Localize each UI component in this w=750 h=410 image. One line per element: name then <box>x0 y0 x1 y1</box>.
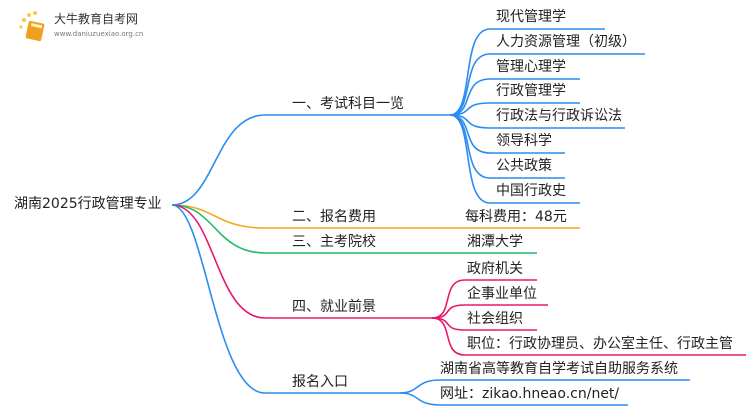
logo-book-icon <box>19 11 45 42</box>
subject-item: 行政管理学 <box>496 83 566 99</box>
branch-5-line <box>171 204 400 394</box>
branch-1-children-lines <box>449 28 645 204</box>
institution-item: 湘潭大学 <box>467 234 523 250</box>
logo-url: www.daniuzuexiao.org.cn <box>54 30 144 38</box>
branch-2-line <box>171 204 580 229</box>
subject-item: 公共政策 <box>496 158 552 174</box>
root-node: 湖南2025行政管理专业 <box>14 196 162 212</box>
subject-item: 管理心理学 <box>496 59 566 75</box>
registration-system: 湖南省高等教育自学考试自助服务系统 <box>440 361 678 377</box>
branch-5-children-lines <box>399 379 690 406</box>
branch-institution: 三、主考院校 <box>292 234 376 250</box>
branch-registration: 报名入口 <box>292 374 348 390</box>
subject-item: 中国行政史 <box>496 183 566 199</box>
employment-item: 企事业单位 <box>467 286 537 302</box>
logo-title: 大牛教育自考网 <box>54 12 139 26</box>
subject-item: 人力资源管理（初级） <box>496 34 636 50</box>
branch-4-children-lines <box>431 279 746 356</box>
employment-item: 职位：行政协理员、办公室主任、行政主管 <box>467 336 733 352</box>
fee-item: 每科费用：48元 <box>465 209 567 225</box>
branch-employment: 四、就业前景 <box>292 299 376 315</box>
registration-url[interactable]: 网址：zikao.hneao.cn/net/ <box>440 386 620 402</box>
branch-1-line <box>171 114 450 206</box>
subject-item: 领导科学 <box>496 133 552 149</box>
branch-4-line <box>171 204 432 319</box>
employment-item: 政府机关 <box>467 261 523 277</box>
subject-item: 行政法与行政诉讼法 <box>496 108 622 124</box>
branch-exam-subjects: 一、考试科目一览 <box>292 96 404 112</box>
branch-fees: 二、报名费用 <box>292 209 376 225</box>
branch-3-line <box>171 204 537 254</box>
subject-item: 现代管理学 <box>496 9 566 25</box>
employment-item: 社会组织 <box>467 311 523 327</box>
